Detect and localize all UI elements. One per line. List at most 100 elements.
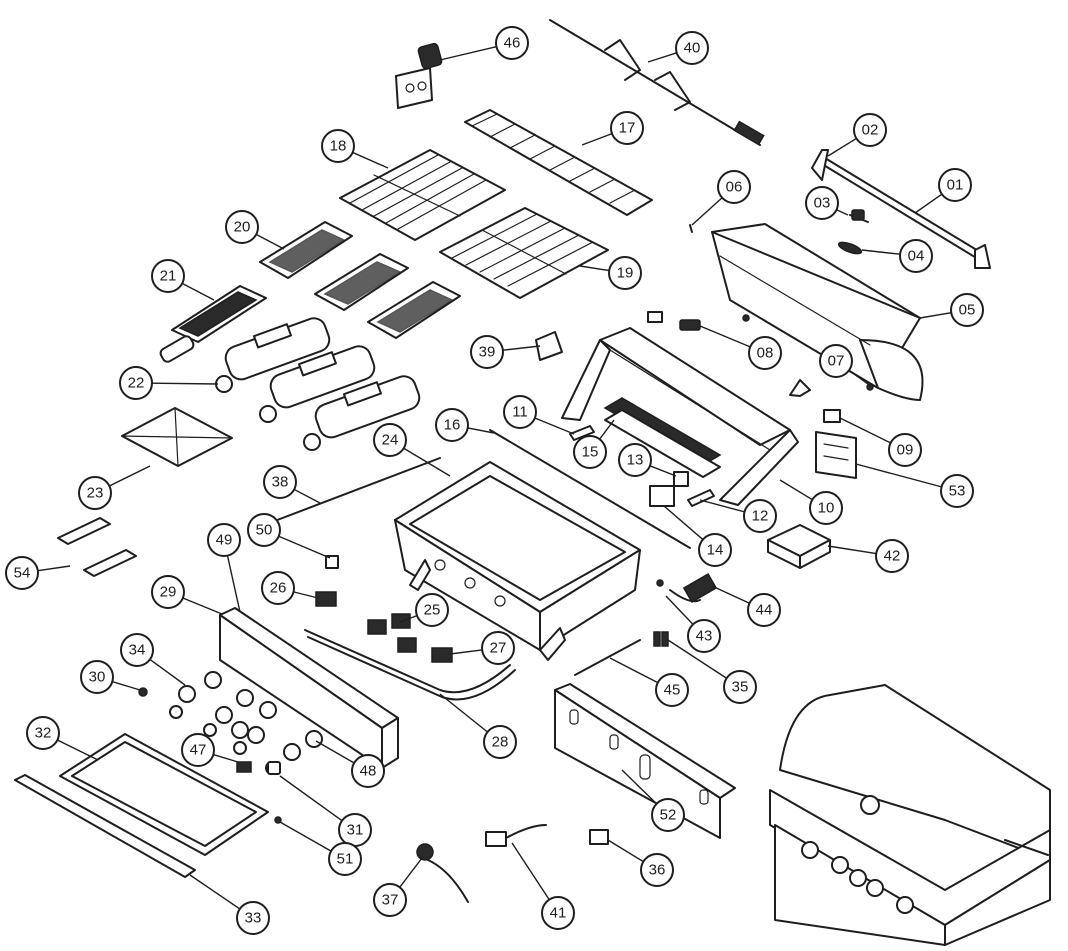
part-control-panel — [219, 607, 399, 769]
callout-label: 54 — [14, 565, 31, 582]
callout-05: 05 — [919, 293, 984, 327]
part-50 — [325, 555, 339, 569]
callout-ring — [261, 571, 295, 605]
part-lid-hood — [711, 223, 924, 401]
part-fasteners — [138, 687, 282, 824]
callout-ring — [373, 883, 407, 917]
callout-label: 30 — [89, 669, 106, 686]
callout-leader — [293, 488, 321, 504]
callout-label: 28 — [492, 734, 509, 751]
callout-label: 20 — [234, 219, 251, 236]
callout-leader — [665, 595, 694, 625]
callout-leader — [399, 614, 418, 623]
callout-label: 29 — [160, 584, 177, 601]
callout-10: 10 — [779, 479, 843, 525]
callout-leader — [279, 775, 343, 822]
callout-leader — [827, 545, 877, 555]
callout-leader — [691, 197, 723, 226]
callout-leader — [181, 282, 215, 301]
callout-52: 52 — [621, 769, 685, 832]
callout-ring — [236, 901, 270, 935]
callout-ring — [225, 210, 259, 244]
part-side-brackets — [569, 425, 715, 507]
callout-27: 27 — [449, 631, 515, 665]
callout-41: 41 — [511, 842, 575, 930]
callout-ring — [938, 168, 972, 202]
part-thermometer — [837, 209, 869, 255]
part-grate-19 — [439, 207, 609, 299]
callout-ring — [151, 575, 185, 609]
part-grate-17 — [464, 109, 653, 216]
callout-leader — [439, 693, 488, 733]
part-rod-45 — [574, 631, 669, 676]
callout-35: 35 — [667, 639, 757, 704]
callout-leader — [467, 427, 495, 434]
callout-leader — [37, 565, 71, 572]
part-knobs — [169, 671, 323, 775]
callout-label: 50 — [256, 522, 273, 539]
callout-leader — [279, 821, 332, 852]
part-burners — [215, 317, 421, 451]
callout-leader — [861, 249, 901, 255]
callout-ring — [640, 853, 674, 887]
callout-label: 27 — [490, 640, 507, 657]
callout-ring — [26, 716, 60, 750]
callout-label: 03 — [814, 195, 831, 212]
callout-label: 38 — [272, 474, 289, 491]
callout-leader — [855, 463, 942, 488]
callout-40: 40 — [647, 31, 709, 65]
callout-leader — [57, 739, 99, 761]
callout-label: 42 — [884, 548, 901, 565]
callout-leader — [667, 639, 727, 679]
part-rear-burner — [603, 397, 722, 478]
callout-ring — [940, 474, 974, 508]
callout-leader — [609, 657, 659, 684]
callout-ring — [698, 533, 732, 567]
part-42 — [767, 524, 831, 569]
callout-11: 11 — [503, 395, 575, 435]
callout-31: 31 — [279, 775, 372, 847]
callout-label: 12 — [752, 508, 769, 525]
callout-label: 53 — [949, 483, 966, 500]
callout-19: 19 — [579, 256, 642, 290]
callout-50: 50 — [247, 513, 331, 559]
callout-leader — [699, 325, 751, 348]
callout-label: 48 — [360, 763, 377, 780]
callout-label: 49 — [216, 532, 233, 549]
callout-ring — [483, 725, 517, 759]
callout-ring — [819, 344, 853, 378]
callout-leader — [914, 193, 943, 214]
callout-28: 28 — [439, 693, 517, 759]
callout-leader — [848, 369, 869, 385]
callout-label: 39 — [479, 344, 496, 361]
part-screw-06 — [689, 224, 693, 233]
callout-ring — [470, 335, 504, 369]
callout-15: 15 — [573, 419, 615, 469]
callout-label: 32 — [35, 725, 52, 742]
callout-label: 34 — [129, 642, 146, 659]
callout-ring — [618, 443, 652, 477]
callout-leader — [293, 591, 319, 599]
callout-ring — [151, 259, 185, 293]
callout-label: 18 — [330, 138, 347, 155]
part-infrared-burner — [159, 285, 267, 363]
callout-17: 17 — [581, 111, 644, 146]
callout-13: 13 — [618, 443, 677, 477]
callout-01: 01 — [914, 168, 972, 214]
callout-ring — [723, 670, 757, 704]
callout-ring — [717, 170, 751, 204]
callout-label: 37 — [382, 892, 399, 909]
assembled-grill-illustration — [769, 684, 1051, 946]
callout-33: 33 — [189, 874, 270, 935]
callout-label: 09 — [897, 442, 914, 459]
callout-ring — [119, 366, 153, 400]
callout-label: 45 — [664, 682, 681, 699]
callout-02: 02 — [827, 113, 887, 157]
callout-label: 17 — [619, 120, 636, 137]
callout-09: 09 — [839, 417, 922, 467]
callout-ring — [120, 633, 154, 667]
callout-label: 25 — [424, 602, 441, 619]
callout-ring — [805, 186, 839, 220]
callout-46: 46 — [439, 26, 529, 61]
callout-leader — [663, 505, 704, 541]
